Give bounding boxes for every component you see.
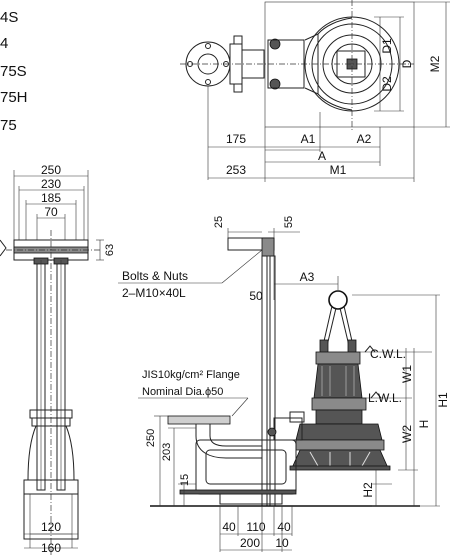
dim-70: 70 [44, 205, 58, 219]
dim-a1: A1 [301, 132, 316, 146]
discharge-flange [167, 415, 231, 425]
dim-d2: D2 [380, 76, 394, 92]
dim-a3: A3 [300, 270, 315, 284]
dim-253: 253 [226, 163, 246, 177]
dim-h2: H2 [361, 482, 375, 498]
dim-h1: H1 [436, 392, 450, 408]
guide-pipe-bottom [269, 78, 281, 90]
plan-view: D1 D2 D M2 175 A1 A2 A 253 M1 [180, 0, 450, 182]
duckfoot-base [195, 439, 297, 495]
dim-55: 55 [283, 216, 295, 228]
dim-25: 25 [213, 216, 225, 228]
dim-63: 63 [104, 244, 116, 256]
model-item: 4S [0, 9, 18, 26]
dim-40-right: 40 [277, 520, 291, 534]
model-item: 75H [0, 89, 28, 106]
dim-175: 175 [226, 132, 246, 146]
pump-casing [295, 423, 383, 441]
model-item: 75S [0, 63, 27, 80]
pump-base [291, 449, 389, 469]
side-view: 25 55 Bolts & Nuts 2–M10×40L 50 A3 [118, 216, 450, 552]
guide-pipe-top [269, 38, 281, 50]
dim-185: 185 [41, 191, 61, 205]
dim-w1: W1 [400, 365, 414, 383]
dim-10: 10 [275, 536, 289, 550]
dim-200: 200 [240, 536, 260, 550]
dim-120: 120 [41, 520, 61, 534]
dim-w2: W2 [400, 425, 414, 443]
model-item: 75 [0, 117, 17, 134]
dim-160: 160 [41, 541, 61, 555]
motor-body [313, 363, 363, 399]
flange-dia: Nominal Dia.ϕ50 [142, 386, 223, 398]
dim-250-side: 250 [145, 429, 157, 447]
lifting-ring [328, 290, 348, 310]
dim-230: 230 [41, 177, 61, 191]
dim-250-top: 250 [41, 163, 61, 177]
dim-d1: D1 [380, 38, 394, 54]
dim-m2: M2 [428, 55, 442, 72]
cwl-label: C.W.L. [370, 347, 406, 361]
dim-a: A [318, 149, 326, 163]
bolts-label: Bolts & Nuts [122, 269, 188, 283]
dim-110: 110 [246, 520, 265, 534]
dim-50: 50 [249, 289, 263, 303]
dim-h: H [417, 420, 431, 429]
dim-m1: M1 [330, 163, 347, 177]
side-guide-pipe [261, 255, 268, 507]
model-item: 4 [0, 35, 8, 52]
guide-pipe-view: 250 230 185 70 63 12 [0, 163, 116, 556]
model-list: 4S 4 75S 75H 75 [0, 9, 28, 134]
plan-outline [264, 1, 415, 128]
dim-d: D [400, 59, 414, 68]
bolts-spec: 2–M10×40L [122, 286, 186, 300]
lwl-label: L.W.L. [368, 391, 402, 405]
dim-a2: A2 [357, 132, 372, 146]
flange-label: JIS10kg/cm² Flange [142, 369, 240, 381]
dim-40-left: 40 [222, 520, 236, 534]
dim-203: 203 [161, 443, 173, 461]
dim-15: 15 [179, 474, 191, 486]
